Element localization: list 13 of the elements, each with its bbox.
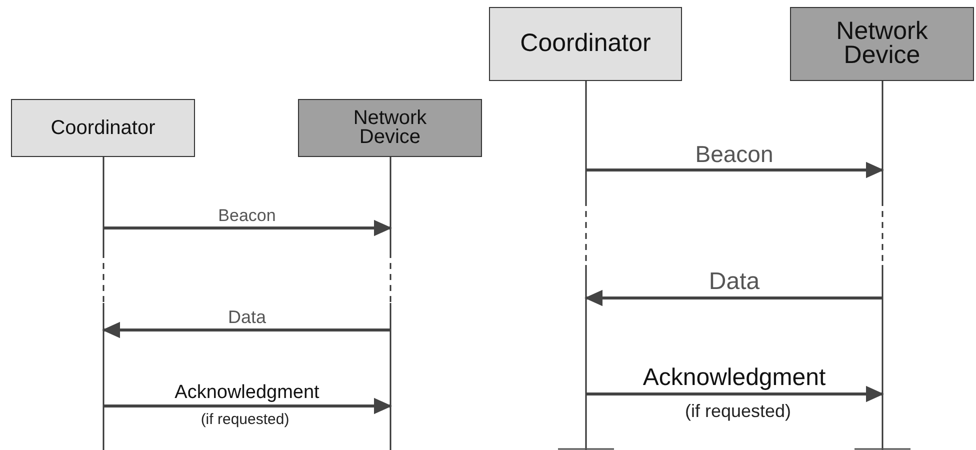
- message-label: Acknowledgment: [640, 366, 828, 390]
- participant-box: Network Device: [790, 7, 974, 81]
- note-text: (if requested): [198, 412, 292, 427]
- message-arrow: [586, 386, 884, 402]
- participant-box: Network Device: [298, 99, 482, 157]
- message-arrow: [104, 220, 392, 236]
- participant-box: Coordinator: [489, 7, 682, 81]
- message-arrow: [102, 322, 390, 338]
- message-arrow: [104, 398, 392, 414]
- message-arrow: [586, 162, 884, 178]
- message-arrow: [584, 290, 882, 306]
- message-label: Acknowledgment: [172, 383, 322, 402]
- participant-box: Coordinator: [11, 99, 195, 157]
